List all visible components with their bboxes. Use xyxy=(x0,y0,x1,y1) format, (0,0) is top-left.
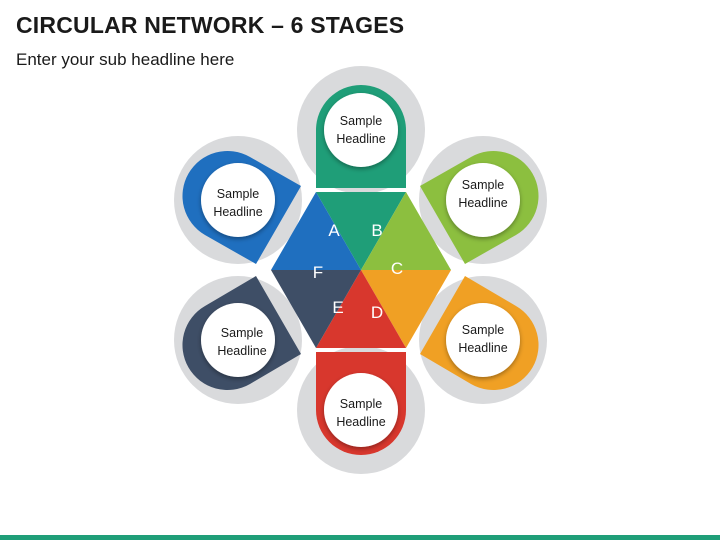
stage-node-a[interactable]: Sample Headline xyxy=(324,93,398,167)
node-circle-a xyxy=(324,93,398,167)
node-label-a-line2: Headline xyxy=(336,132,385,146)
node-label-d-line2: Headline xyxy=(336,415,385,429)
stage-node-c[interactable]: Sample Headline xyxy=(446,303,520,377)
segment-b[interactable] xyxy=(361,192,451,270)
segment-f[interactable] xyxy=(271,192,361,270)
stage-node-b[interactable]: Sample Headline xyxy=(446,163,520,237)
segment-letter-f: F xyxy=(313,263,323,282)
segment-letter-e: E xyxy=(332,298,343,317)
segment-a[interactable] xyxy=(316,192,406,270)
node-circle-b xyxy=(446,163,520,237)
node-circle-f xyxy=(201,163,275,237)
footer-accent-bar xyxy=(0,535,720,540)
center-hexagon xyxy=(271,192,451,348)
node-label-b-line2: Headline xyxy=(458,196,507,210)
node-label-a-line1: Sample xyxy=(340,114,382,128)
segment-c[interactable] xyxy=(361,270,451,348)
node-circle-e xyxy=(201,303,275,377)
segment-letter-a: A xyxy=(328,221,340,240)
stage-node-d[interactable]: Sample Headline xyxy=(324,373,398,447)
node-label-b-line1: Sample xyxy=(462,178,504,192)
page-title: CIRCULAR NETWORK – 6 STAGES xyxy=(16,12,405,38)
segment-letter-d: D xyxy=(371,303,383,322)
node-label-d-line1: Sample xyxy=(340,397,382,411)
node-label-f-line1: Sample xyxy=(217,187,259,201)
segment-e[interactable] xyxy=(271,270,361,348)
node-label-c-line2: Headline xyxy=(458,341,507,355)
segment-d[interactable] xyxy=(316,270,406,348)
segment-letter-b: B xyxy=(371,221,382,240)
node-label-c-line1: Sample xyxy=(462,323,504,337)
node-label-e-line2: Headline xyxy=(217,344,266,358)
stage-node-f[interactable]: Sample Headline xyxy=(201,163,275,237)
node-circle-d xyxy=(324,373,398,447)
node-label-e-line1: Sample xyxy=(221,326,263,340)
stage-node-e[interactable]: Sample Headline xyxy=(201,303,275,377)
segment-letters: A B C D E F xyxy=(313,221,403,322)
segment-letter-c: C xyxy=(391,259,403,278)
page-subtitle: Enter your sub headline here xyxy=(16,50,235,69)
node-circle-c xyxy=(446,303,520,377)
node-label-f-line2: Headline xyxy=(213,205,262,219)
